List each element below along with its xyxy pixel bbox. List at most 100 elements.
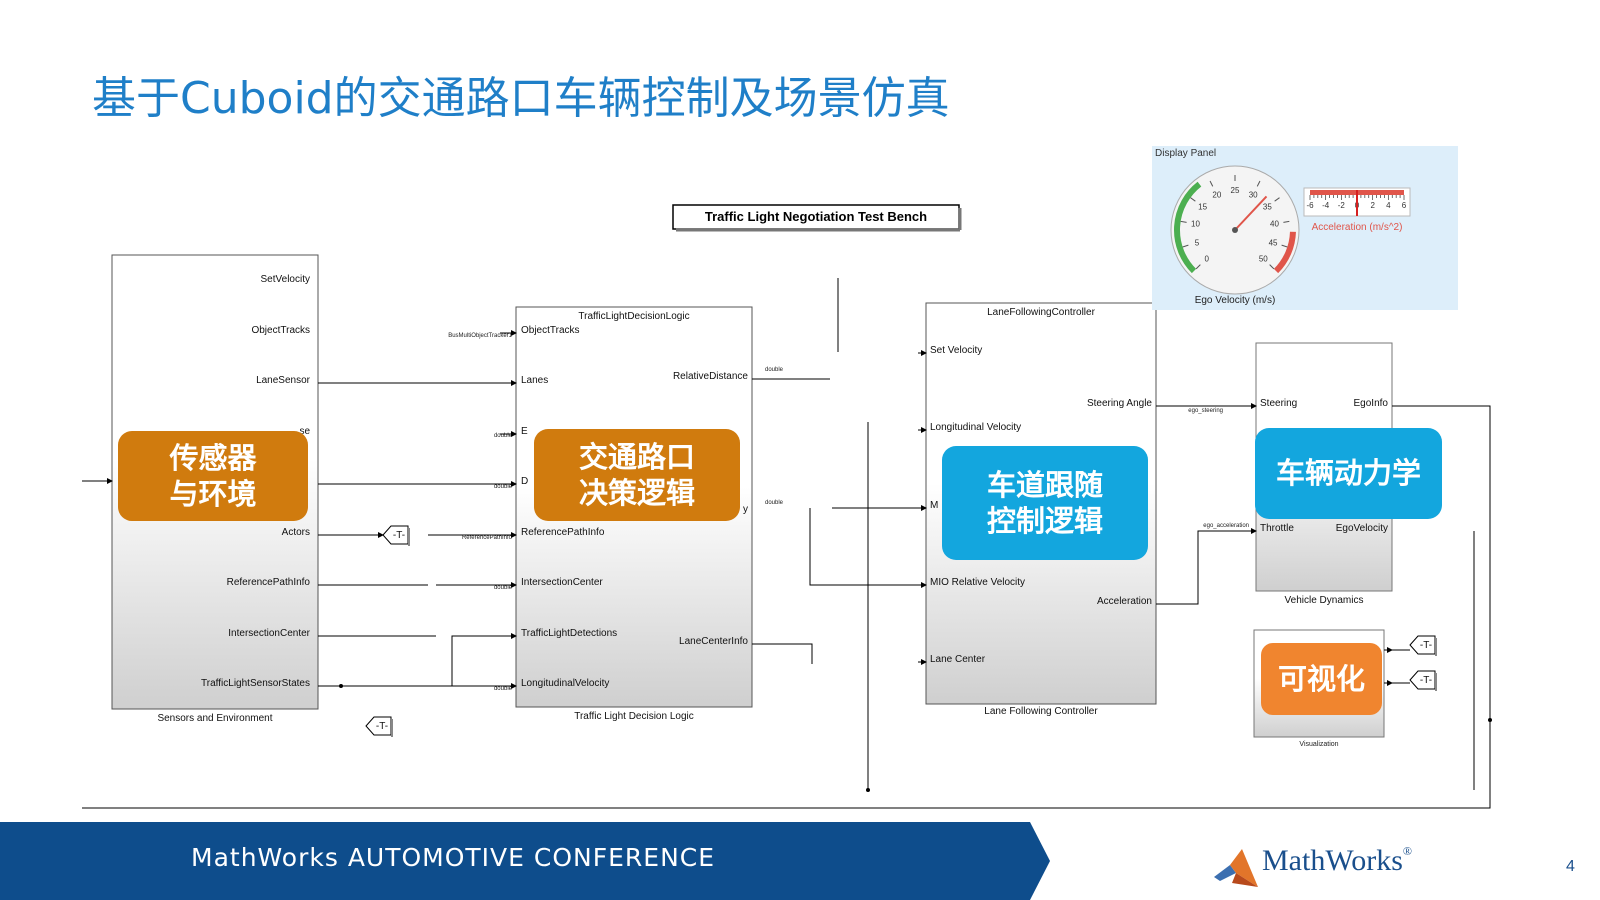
signal-double-1: double — [494, 433, 513, 439]
decision-in-partial-e: E — [521, 426, 528, 437]
acceleration-tick-label: 4 — [1386, 201, 1391, 210]
speedometer-tick-marks — [1180, 175, 1290, 270]
goto-tag-vis-2: -T- — [1409, 670, 1437, 691]
sensors-port-trafficlightsensorstates: TrafficLightSensorStates — [201, 678, 310, 689]
sensors-port-setvelocity: SetVelocity — [261, 274, 310, 285]
speedometer-tick-label: 50 — [1259, 254, 1268, 263]
controller-block-name: Lane Following Controller — [984, 706, 1098, 717]
sensors-block-name: Sensors and Environment — [157, 713, 272, 724]
signal-double-6: double — [765, 500, 784, 506]
svg-text:-T-: -T- — [393, 530, 405, 541]
svg-text:-T-: -T- — [1420, 675, 1432, 686]
controller-header: LaneFollowingController — [987, 307, 1096, 318]
decision-out-partial-y: y — [743, 504, 748, 515]
speedometer-tick — [1209, 180, 1214, 187]
mathworks-trademark: ® — [1402, 844, 1413, 858]
mathworks-logo-word: MathWorks — [1262, 844, 1403, 877]
decision-header: TrafficLightDecisionLogic — [578, 311, 689, 322]
signal-ego-acceleration: ego_acceleration — [1203, 523, 1249, 529]
badge-visualization: 可视化 — [1261, 643, 1382, 715]
controller-in-lanecenter: Lane Center — [930, 654, 986, 665]
sensors-port-referencepathinfo: ReferencePathInfo — [227, 577, 311, 588]
svg-text:-T-: -T- — [1420, 640, 1432, 651]
speedometer-tick — [1195, 264, 1201, 270]
speedometer-tick — [1180, 220, 1187, 223]
test-bench-title: Traffic Light Negotiation Test Bench — [705, 209, 927, 224]
badge-sensors: 传感器 与环境 — [118, 431, 308, 521]
decision-in-objecttracks: ObjectTracks — [521, 325, 580, 336]
speedometer-tick — [1269, 264, 1275, 270]
speedometer-safe-band — [1174, 181, 1202, 274]
sensors-port-objecttracks: ObjectTracks — [251, 325, 310, 336]
speedometer-tick-label: 5 — [1195, 238, 1200, 247]
mathworks-logo-text: MathWorks® — [1262, 844, 1412, 878]
signal-lines — [82, 278, 1491, 809]
speedometer-label: Ego Velocity (m/s) — [1195, 295, 1276, 306]
acceleration-tick-label: -6 — [1306, 201, 1314, 210]
dynamics-out-egoinfo: EgoInfo — [1354, 398, 1389, 409]
speedometer-needle — [1234, 195, 1268, 231]
speedometer-tick-label: 35 — [1263, 202, 1272, 211]
mathworks-membrane-logo-icon — [1214, 849, 1258, 887]
speedometer-tick — [1182, 244, 1189, 248]
speedometer-tick — [1281, 244, 1288, 248]
signal-ego-steering: ego_steering — [1188, 408, 1223, 414]
acceleration-tick-label: 2 — [1370, 201, 1375, 210]
controller-in-longitudinalvelocity: Longitudinal Velocity — [930, 422, 1021, 433]
test-bench-title-box: Traffic Light Negotiation Test Bench — [672, 204, 962, 232]
speedometer-tick-label: 40 — [1270, 220, 1279, 229]
footer-band — [0, 822, 1050, 900]
acceleration-tick-label: 6 — [1402, 201, 1407, 210]
speedometer-tick — [1274, 197, 1280, 202]
signal-double-5: double — [765, 367, 784, 373]
decision-in-longitudinalvelocity: LongitudinalVelocity — [521, 678, 609, 689]
decision-in-referencepathinfo: ReferencePathInfo — [521, 527, 605, 538]
speedometer-tick-label: 45 — [1269, 238, 1278, 247]
footer-conference-title: MathWorks AUTOMOTIVE CONFERENCE — [191, 843, 716, 872]
controller-in-miorelativevelocity: MIO Relative Velocity — [930, 577, 1025, 588]
decision-out-relativedistance: RelativeDistance — [673, 371, 748, 382]
decision-out-lanecenterinfo: LaneCenterInfo — [679, 636, 748, 647]
dynamics-out-egovelocity: EgoVelocity — [1336, 523, 1388, 534]
sensors-port-intersectioncenter: IntersectionCenter — [228, 628, 310, 639]
speedometer-tick-label: 15 — [1198, 202, 1207, 211]
decision-ref-label: ReferencePathInfo — [462, 535, 513, 541]
acceleration-tick-label: -2 — [1338, 201, 1346, 210]
controller-in-partial-m: M — [930, 500, 938, 511]
sensors-port-actors: Actors — [282, 527, 310, 538]
acceleration-label: Acceleration (m/s^2) — [1312, 222, 1403, 233]
goto-tag-bottom: -T- — [365, 716, 393, 737]
visualization-block-name: Visualization — [1299, 741, 1338, 748]
svg-text:-T-: -T- — [376, 721, 388, 732]
decision-in-trafficlightdetections: TrafficLightDetections — [521, 628, 617, 639]
decision-in-intersectioncenter: IntersectionCenter — [521, 577, 603, 588]
sensors-port-lanesensor: LaneSensor — [256, 375, 311, 386]
controller-out-acceleration: Acceleration — [1097, 596, 1152, 607]
speedometer-tick — [1190, 197, 1196, 202]
dynamics-in-throttle: Throttle — [1260, 523, 1294, 534]
sensors-port-partial: se — [299, 426, 310, 437]
badge-dynamics: 车辆动力学 — [1255, 428, 1442, 519]
decision-bus-label: BusMultiObjectTracker1 — [448, 333, 512, 339]
acceleration-tick-marks — [1309, 195, 1405, 200]
speedometer-tick-label: 10 — [1191, 220, 1200, 229]
slide-title: 基于Cuboid的交通路口车辆控制及场景仿真 — [92, 73, 950, 124]
decision-in-partial-d: D — [521, 476, 528, 487]
signal-double-2: double — [494, 484, 513, 490]
goto-tag-actors: -T- — [382, 525, 410, 546]
badge-controller: 车道跟随 控制逻辑 — [942, 446, 1148, 560]
page-number: 4 — [1566, 858, 1575, 875]
signal-double-3: double — [494, 585, 513, 591]
badge-decision: 交通路口 决策逻辑 — [534, 429, 740, 521]
speedometer-tick — [1283, 220, 1290, 223]
decision-block-name: Traffic Light Decision Logic — [574, 711, 694, 722]
speedometer-tick-label: 25 — [1231, 186, 1240, 195]
acceleration-gauge: -6-4-20246 — [1303, 187, 1411, 217]
display-panel-title: Display Panel — [1155, 148, 1217, 159]
decision-in-lanes: Lanes — [521, 375, 548, 386]
speedometer-tick-label: 20 — [1212, 190, 1221, 199]
